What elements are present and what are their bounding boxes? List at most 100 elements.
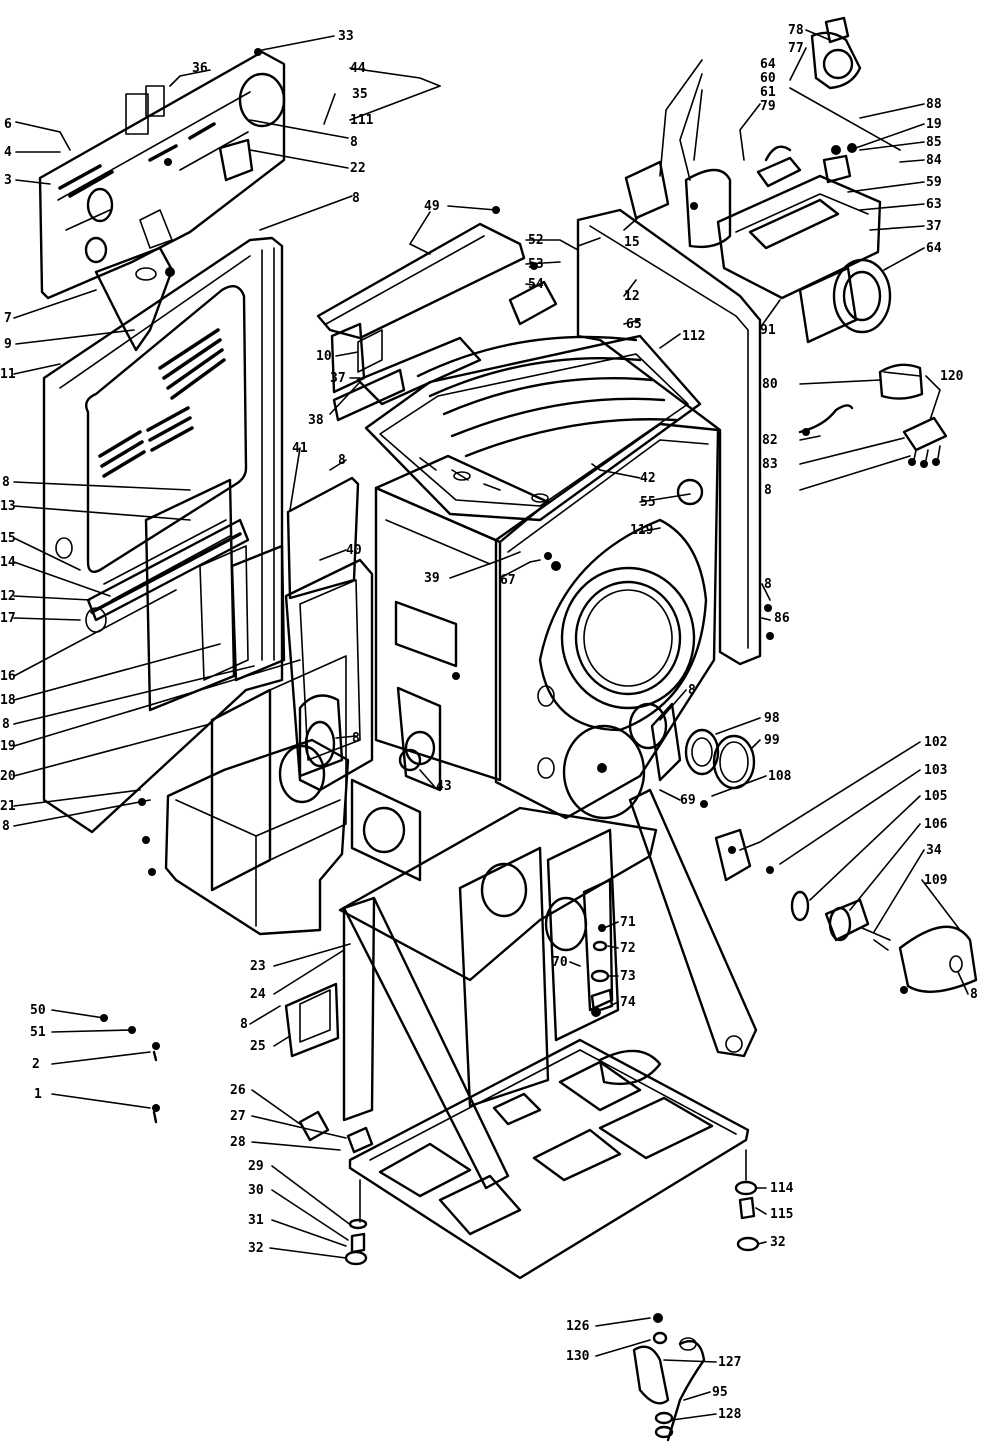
callout: 40 (346, 543, 362, 558)
callout: 12 (0, 589, 16, 604)
callout: 8 (688, 683, 696, 698)
callout: 74 (620, 995, 636, 1010)
motor-parts (684, 728, 978, 994)
callout: 36 (192, 61, 208, 76)
callout: 44 (350, 61, 366, 76)
callout: 8 (2, 475, 10, 490)
callout: 49 (424, 199, 440, 214)
callout: 79 (760, 99, 776, 114)
callout: 91 (760, 323, 776, 338)
callout: 99 (764, 733, 780, 748)
callout: 54 (528, 277, 544, 292)
callout: 108 (768, 769, 792, 784)
callout: 128 (718, 1407, 742, 1422)
callout: 130 (566, 1349, 590, 1364)
callout: 55 (640, 495, 656, 510)
callout: 1 (34, 1087, 42, 1102)
callout: 109 (924, 873, 947, 888)
callout: 8 (350, 135, 358, 150)
callout: 30 (248, 1183, 264, 1198)
callout: 51 (30, 1025, 46, 1040)
callout: 77 (788, 41, 804, 56)
hose-clamp (632, 1313, 706, 1442)
callout: 80 (762, 377, 778, 392)
base-frame (284, 788, 758, 1280)
callout: 71 (620, 915, 636, 930)
callout: 69 (680, 793, 696, 808)
callout: 8 (2, 819, 10, 834)
callout: 102 (924, 735, 947, 750)
callout: 65 (626, 317, 642, 332)
callout: 22 (350, 161, 366, 176)
callout: 106 (924, 817, 948, 832)
callout: 63 (926, 197, 942, 212)
callout-labels: 33 36 44 35 111 8 22 8 6 4 3 7 9 11 8 13… (0, 23, 978, 1422)
blower-assembly (624, 16, 901, 344)
callout: 112 (682, 329, 705, 344)
callout: 85 (926, 135, 942, 150)
callout: 21 (0, 799, 16, 814)
callout: 43 (436, 779, 452, 794)
callout: 105 (924, 789, 947, 804)
callout: 86 (774, 611, 790, 626)
callout: 52 (528, 233, 544, 248)
callout: 67 (500, 573, 516, 588)
callout: 11 (0, 367, 16, 382)
toe-panel-box (138, 655, 350, 936)
callout: 120 (940, 369, 964, 384)
callout: 8 (338, 453, 346, 468)
callout: 19 (0, 739, 16, 754)
callout: 50 (30, 1003, 46, 1018)
callout: 64 (760, 57, 776, 72)
callout: 115 (770, 1207, 793, 1222)
callout: 82 (762, 433, 778, 448)
callout: 103 (924, 763, 947, 778)
callout: 114 (770, 1181, 794, 1196)
callout: 8 (764, 483, 772, 498)
leveling-feet (100, 1014, 760, 1266)
callout: 83 (762, 457, 778, 472)
rear-panel (576, 208, 774, 666)
callout: 37 (926, 219, 942, 234)
callout: 14 (0, 555, 16, 570)
callout: 119 (630, 523, 653, 538)
callout: 32 (770, 1235, 786, 1250)
callout: 126 (566, 1319, 590, 1334)
callout: 8 (352, 191, 360, 206)
callout: 70 (552, 955, 568, 970)
callout: 12 (624, 289, 640, 304)
callout: 28 (230, 1135, 246, 1150)
callout: 27 (230, 1109, 246, 1124)
callout: 88 (926, 97, 942, 112)
callout: 17 (0, 611, 16, 626)
callout: 84 (926, 153, 942, 168)
callout: 34 (926, 843, 942, 858)
callout: 13 (0, 499, 16, 514)
callout: 18 (0, 693, 16, 708)
leader-lines (13, 29, 969, 1421)
callout: 53 (528, 257, 544, 272)
side-panel-drum-opening (494, 422, 720, 820)
callout: 4 (4, 145, 12, 160)
terminal-block (798, 363, 948, 468)
callout: 111 (350, 113, 374, 128)
callout: 9 (4, 337, 12, 352)
callout: 72 (620, 941, 636, 956)
callout: 10 (316, 349, 332, 364)
callout: 33 (338, 29, 354, 44)
callout: 78 (788, 23, 804, 38)
callout: 20 (0, 769, 16, 784)
callout: 59 (926, 175, 942, 190)
callout: 15 (0, 531, 16, 546)
callout: 73 (620, 969, 636, 984)
callout: 6 (4, 117, 12, 132)
callout: 95 (712, 1385, 728, 1400)
callout: 8 (240, 1017, 248, 1032)
callout: 15 (624, 235, 640, 250)
callout: 37 (330, 371, 346, 386)
callout: 35 (352, 87, 368, 102)
callout: 31 (248, 1213, 264, 1228)
duct-bulkhead (284, 476, 374, 792)
callout: 26 (230, 1083, 246, 1098)
